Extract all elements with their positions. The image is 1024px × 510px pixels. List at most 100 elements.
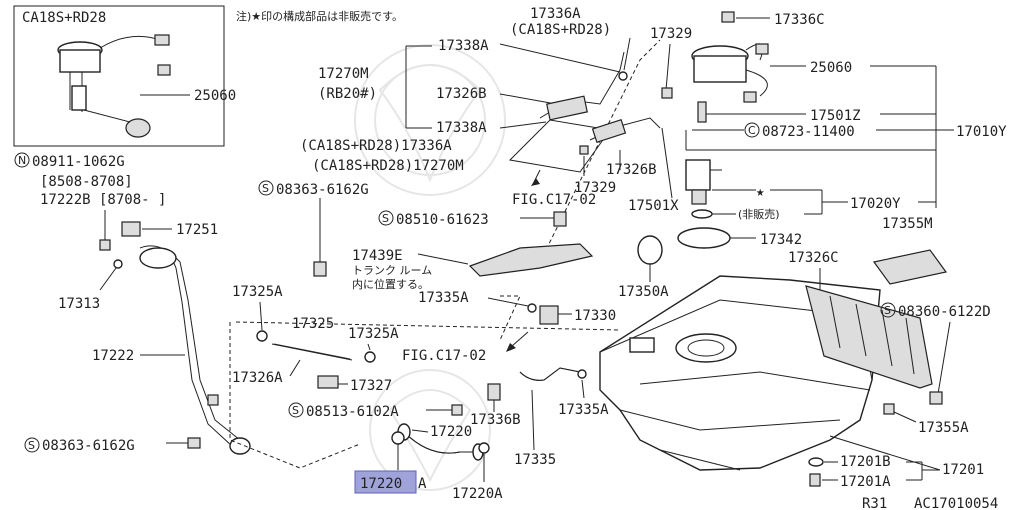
label-08510-61623[interactable]: 08510-61623 [396,212,489,228]
mid-tube-group: 17326B 17329 17501X [574,117,679,214]
label-ca18s-rd28-top: (CA18S+RD28) [510,22,611,38]
circle-s-icon: S [292,404,299,417]
label-17251[interactable]: 17251 [176,222,218,238]
circle-n-icon: N [18,154,26,167]
label-17201[interactable]: 17201 [942,462,984,478]
label-17338A-lower[interactable]: 17338A [436,120,487,136]
label-08723-11400[interactable]: 08723-11400 [762,124,855,140]
label-17336B[interactable]: 17336B [470,412,521,428]
label-17350A[interactable]: 17350A [618,284,669,300]
circle-c-icon: C [748,124,756,137]
part-17220A-clamp-left [391,431,405,445]
label-17355M[interactable]: 17355M [882,216,933,232]
part-fuel-tank [599,275,881,471]
part-17327-clip [317,375,339,389]
label-17335A-lower[interactable]: 17335A [558,402,609,418]
diagram-code: AC17010054 [914,496,998,510]
part-17222-filler-neck [139,245,251,455]
label-17201A[interactable]: 17201A [840,474,891,490]
label-non-sale: (非販売) [738,208,780,221]
arrow-head-icon [531,178,540,186]
label-17325A-left[interactable]: 17325A [232,284,283,300]
label-17326B-upper[interactable]: 17326B [436,86,487,102]
dashed-guide [539,39,661,263]
part-17313-washer [113,259,123,269]
part-17201B-washer [808,457,824,467]
label-17501Z[interactable]: 17501Z [810,108,861,124]
label-17270M[interactable]: 17270M [318,66,369,82]
circle-s-icon: S [884,304,891,317]
circle-s-icon: S [382,212,389,225]
part-17220-hose [397,423,484,461]
label-08363-6162G-top[interactable]: 08363-6162G [276,182,369,198]
label-17222[interactable]: 17222 [92,348,134,364]
label-17326C[interactable]: 17326C [788,250,839,266]
arrow-head-icon [506,343,516,352]
part-17270M-tube [539,51,628,121]
label-17336C[interactable]: 17336C [774,12,825,28]
label-17342[interactable]: 17342 [760,232,802,248]
label-17010Y[interactable]: 17010Y [956,124,1007,140]
label-17326B-lower[interactable]: 17326B [606,162,657,178]
part-17335-hose [519,367,581,381]
dashed-guide [229,322,361,469]
label-17220A-suffix: A [418,476,427,492]
dashed-guide [499,295,521,341]
label-FIG-C17-02-lower[interactable]: FIG.C17-02 [402,348,486,364]
label-17338A-top[interactable]: 17338A [438,38,489,54]
part-17342-gasket [677,227,731,249]
label-25060[interactable]: 25060 [810,60,852,76]
label-08363-6162G-bottom[interactable]: 08363-6162G [42,438,135,454]
part-17439E-plate [468,243,594,277]
part-17350A-cap [637,235,663,282]
label-17335[interactable]: 17335 [514,452,556,468]
label-17327[interactable]: 17327 [350,378,392,394]
label-25060-inset[interactable]: 25060 [194,88,236,104]
label-08360-6122D[interactable]: 08360-6122D [898,304,991,320]
circle-s-icon: S [262,182,269,195]
left-group: N 08911-1062G [8508-8708] 17222B [8708- … [14,152,251,455]
part-17220A-clamp-right [478,442,490,454]
label-trunk-located: 内に位置する。 [352,277,429,291]
label-17222B[interactable]: 17222B [8708- ] [40,192,166,208]
label-17220A-right[interactable]: 17220A [452,486,503,502]
label-17201B[interactable]: 17201B [840,454,891,470]
label-8508-8708: [8508-8708] [40,174,133,190]
label-17355A[interactable]: 17355A [918,420,969,436]
label-17325A-right[interactable]: 17325A [348,326,399,342]
part-17336C-bolt [721,11,735,23]
upper-right-group: 17336A (CA18S+RD28) 17329 17336C 25060 1… [510,6,1007,208]
fig-arrow-icon [511,331,529,347]
label-17439E[interactable]: 17439E [352,248,403,264]
label-trunk-room: トランク ルーム [352,264,432,277]
part-17355M-pad [872,249,948,285]
label-17326A[interactable]: 17326A [232,370,283,386]
watermark [354,44,506,491]
model-code: R31 [862,496,887,510]
star-mark-icon: ★ [756,184,765,200]
part-17222B-bolt [99,239,111,251]
label-17220[interactable]: 17220 [430,424,472,440]
label-17270M-ca18s[interactable]: (CA18S+RD28)17270M [312,158,464,174]
part-17325-hose [271,343,353,361]
label-17313[interactable]: 17313 [58,296,100,312]
label-17336A-ca18s[interactable]: (CA18S+RD28)17336A [300,138,452,154]
label-17329-top[interactable]: 17329 [650,26,692,42]
non-sale-note: 注)★印の構成部品は非販売です。 [236,9,403,23]
label-17329-lower[interactable]: 17329 [574,180,616,196]
part-17330-valve [539,305,559,325]
label-17335A-upper[interactable]: 17335A [418,290,469,306]
part-08363-bolt [313,261,327,277]
highlight-17220A[interactable] [354,470,417,494]
label-17501X[interactable]: 17501X [628,198,679,214]
label-17220A-highlighted[interactable]: 17220 [360,476,402,492]
label-17020Y[interactable]: 17020Y [850,196,901,212]
label-FIG-C17-02-upper[interactable]: FIG.C17-02 [512,192,596,208]
inset-pump-illustration [57,34,171,138]
label-17330[interactable]: 17330 [574,308,616,324]
label-17336A-top[interactable]: 17336A [530,6,581,22]
label-08911-1062G[interactable]: 08911-1062G [32,154,125,170]
label-08513-6102A[interactable]: 08513-6102A [306,404,399,420]
